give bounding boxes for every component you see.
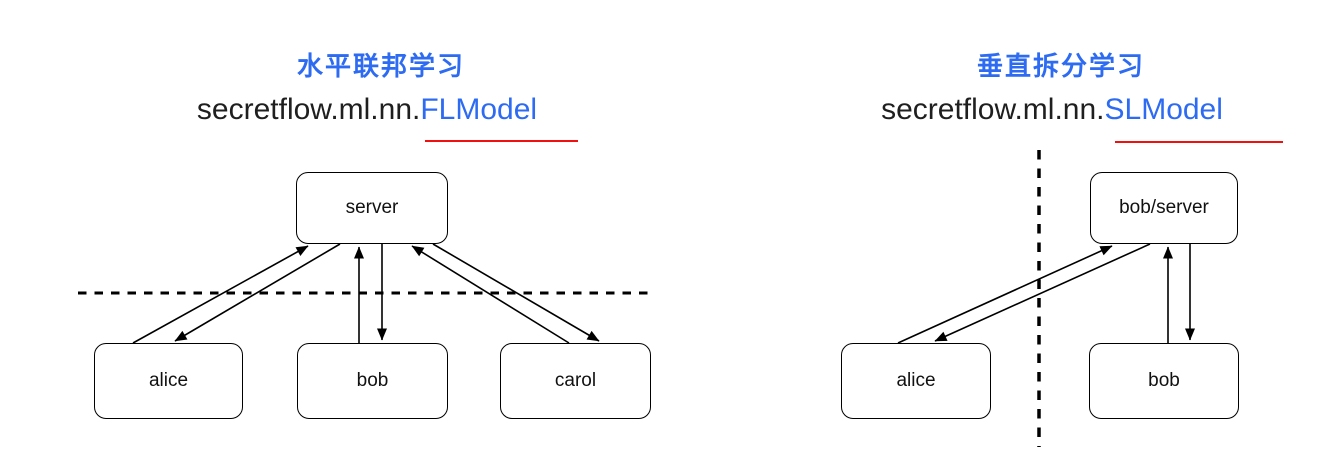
node-carol-label: carol: [554, 370, 597, 391]
left-code-prefix: secretflow.ml.nn.: [196, 93, 421, 126]
node-server: server: [296, 172, 448, 244]
node-alice-right: alice: [841, 343, 991, 419]
left-code-highlight-flmodel: FLModel: [420, 93, 538, 126]
node-alice: alice: [94, 343, 243, 419]
node-bob-server: bob/server: [1090, 172, 1238, 244]
arrow-carol-to-server: [411, 245, 570, 344]
left-red-underline: [425, 140, 578, 142]
node-bob: bob: [297, 343, 448, 419]
node-alice-right-label: alice: [896, 370, 936, 391]
arrow-alice-to-bobserver: [897, 245, 1113, 344]
node-carol: carol: [500, 343, 651, 419]
right-red-underline: [1115, 141, 1283, 143]
right-code-highlight-slmodel: SLModel: [1104, 93, 1223, 126]
left-code-reference: secretflow.ml.nn.FLModel: [197, 93, 537, 127]
node-bob-right-label: bob: [1148, 370, 1180, 391]
node-alice-label: alice: [148, 370, 189, 391]
node-bob-server-label: bob/server: [1119, 197, 1209, 218]
arrow-server-to-carol: [432, 243, 600, 342]
node-bob-right: bob: [1089, 343, 1239, 419]
arrow-bobserver-to-alice: [934, 243, 1151, 342]
arrow-server-to-alice: [174, 243, 341, 342]
arrow-alice-to-server: [132, 245, 309, 344]
node-server-label: server: [345, 197, 399, 218]
right-panel-title: 垂直拆分学习: [976, 51, 1146, 81]
right-code-prefix: secretflow.ml.nn.: [881, 93, 1105, 126]
right-code-reference: secretflow.ml.nn.SLModel: [881, 93, 1223, 127]
left-panel-title: 水平联邦学习: [296, 51, 466, 81]
node-bob-label: bob: [356, 370, 389, 391]
